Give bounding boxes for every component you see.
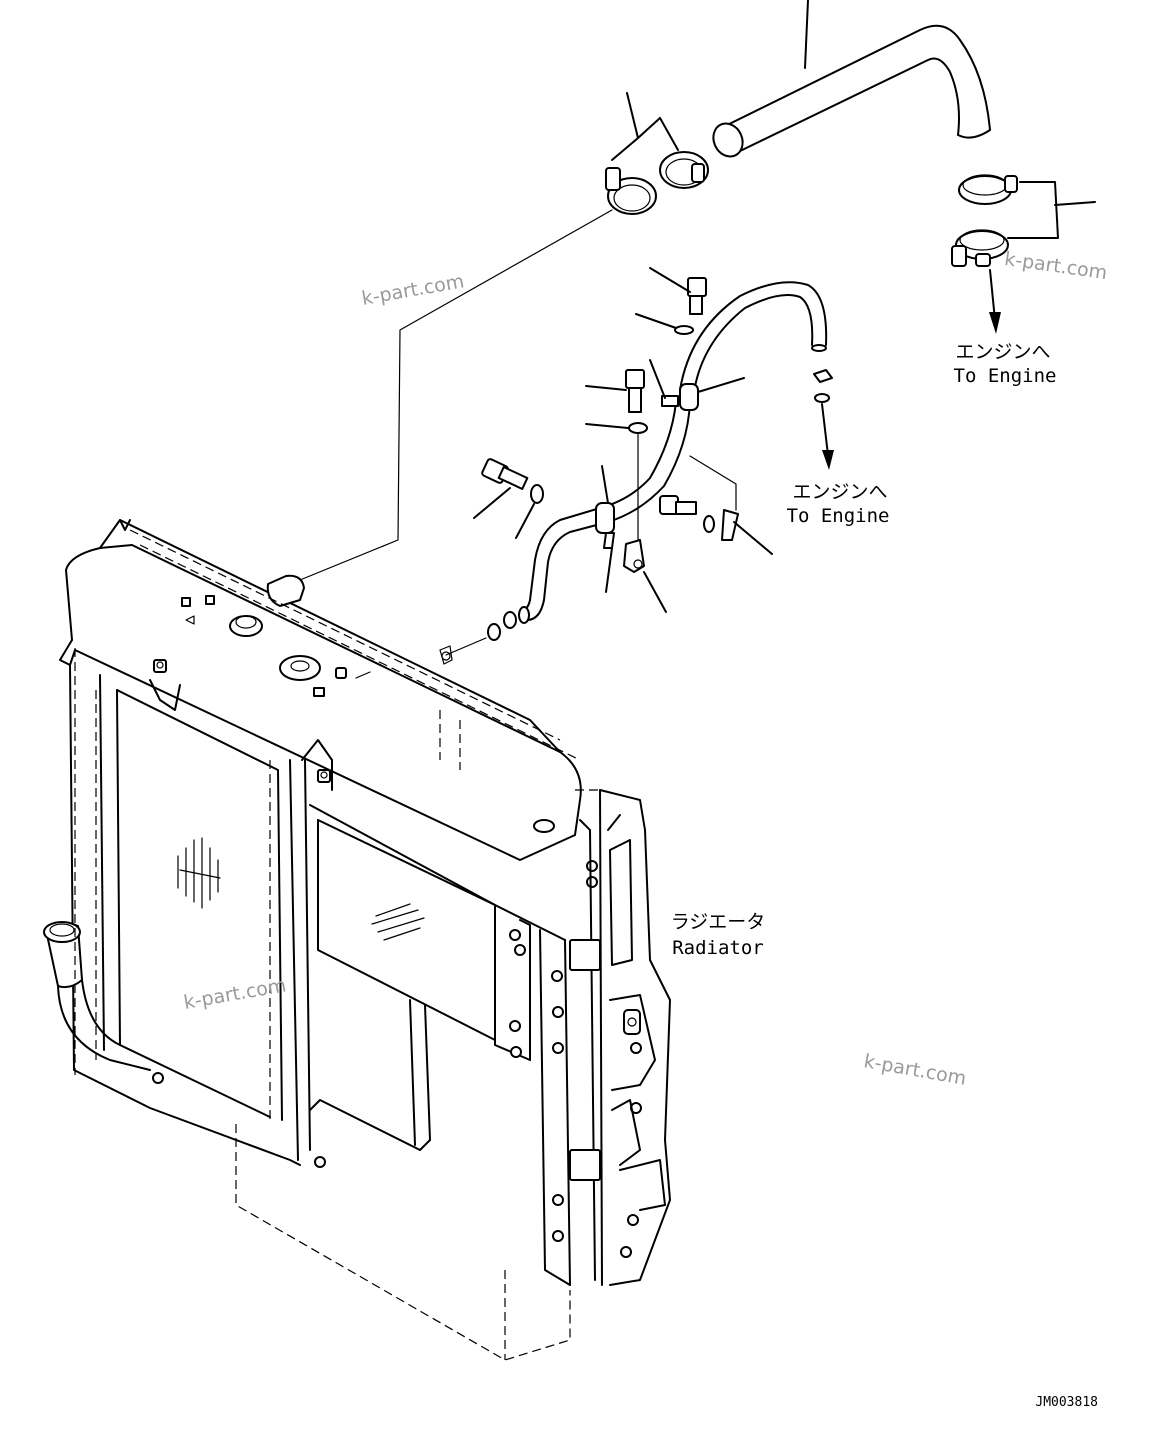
leader-tube-clamp-middle (697, 377, 745, 393)
tube-end-fitting (813, 369, 833, 403)
leader-tube-to-radiator (445, 637, 487, 656)
label-radiator-en: Radiator (672, 937, 764, 959)
label-engine-upper-jp: エンジンへ (955, 341, 1050, 363)
bracket-right (721, 509, 739, 541)
radiator-assembly (43, 519, 671, 1361)
drawing-code: JM003818 (1035, 1395, 1098, 1410)
tube-clamp-radiator (487, 611, 517, 641)
washer-top (674, 325, 694, 335)
leader-clamp-to-radiator (299, 209, 613, 581)
leader-bolt-top (649, 267, 691, 293)
washer-middle (628, 422, 648, 434)
radiator-core-hatch (177, 837, 425, 941)
air-vent-tube (518, 281, 828, 624)
leader-clamp-pair-left (611, 92, 679, 161)
washer-left (530, 484, 544, 504)
label-engine-upper-en: To Engine (954, 365, 1057, 387)
watermark: k-part.com (862, 1050, 968, 1090)
leader-washer-middle (585, 423, 629, 429)
label-radiator-jp: ラジエータ (671, 911, 766, 933)
hose-clamp-pair-left (605, 151, 709, 215)
label-engine-lower-jp: エンジンへ (792, 481, 887, 503)
leader-washer-left (515, 503, 535, 539)
bracket-lower (623, 539, 645, 573)
washer-right (703, 515, 715, 533)
leader-bracket-right-group (689, 455, 737, 511)
arrow-to-engine-lower (821, 403, 834, 470)
leader-tube-clip-upper (601, 465, 609, 504)
arrow-to-engine-upper (989, 269, 1001, 334)
leader-bolt-left (473, 487, 511, 519)
watermark: k-part.com (360, 270, 466, 310)
bolt-middle (625, 369, 645, 413)
leader-upper-hose (804, 0, 809, 69)
leader-bracket-right (733, 521, 773, 555)
leader-clamp-pair-right (1007, 181, 1096, 239)
label-engine-lower-en: To Engine (787, 505, 890, 527)
bolt-top (687, 277, 707, 315)
watermark: k-part.com (1003, 248, 1109, 284)
leader-bolt-middle (585, 385, 627, 391)
bolt-left (481, 458, 529, 490)
watermark: k-part.com (182, 974, 288, 1014)
hose-clamp-pair-right (951, 174, 1018, 267)
leader-bracket-lower (643, 571, 667, 613)
radiator-bolts (152, 860, 642, 1258)
upper-hose (712, 24, 991, 158)
tube-clip-lower (595, 502, 615, 549)
leader-washer-top (635, 313, 677, 329)
leader-bracket-middle (649, 359, 666, 399)
bolt-right (659, 495, 697, 515)
tube-clamp-middle (661, 383, 699, 411)
leader-tube-clip-lower (605, 547, 613, 593)
